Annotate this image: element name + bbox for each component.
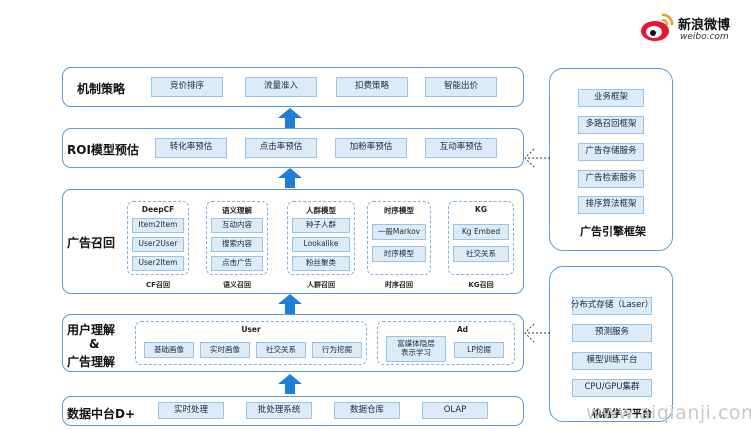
user-item: 社交关系 bbox=[256, 342, 306, 358]
engine-item: 排序算法框架 bbox=[578, 196, 644, 214]
user-item: 实时画像 bbox=[200, 342, 250, 358]
strategy-item: 扣费策略 bbox=[336, 77, 408, 97]
engine-item: 广告检索服务 bbox=[578, 170, 644, 188]
roi-item: 加粉率预估 bbox=[335, 138, 407, 158]
ml-item: CPU/GPU集群 bbox=[572, 379, 652, 397]
engine-item: 多路召回框架 bbox=[578, 116, 644, 134]
recall-group-caption: 语义召回 bbox=[223, 281, 251, 289]
ml-item: 模型训练平台 bbox=[572, 352, 652, 370]
recall-item: 一般Markov bbox=[372, 224, 426, 240]
recall-item: Kg Embed bbox=[453, 224, 509, 240]
engine-panel: 业务框架 多路召回框架 广告存储服务 广告检索服务 排序算法框架 广告引擎框架 bbox=[549, 68, 673, 251]
recall-group-caption: 时序召回 bbox=[385, 281, 413, 289]
recall-layer: 广告召回 DeepCF Item2Item User2User User2Ite… bbox=[62, 189, 524, 294]
recall-item: 社交关系 bbox=[453, 246, 509, 262]
ml-panel-title: 机器学习平台 bbox=[592, 409, 652, 420]
roi-item: 点击率预估 bbox=[245, 138, 317, 158]
user-item: 基础画像 bbox=[144, 342, 194, 358]
ad-understanding-group: Ad 富媒体隐层 表示学习 LP挖掘 bbox=[377, 321, 515, 365]
arrow-up-icon bbox=[278, 294, 302, 314]
ad-item: 富媒体隐层 表示学习 bbox=[386, 336, 446, 362]
recall-group-title: DeepCF bbox=[141, 205, 175, 214]
data-item: 数据仓库 bbox=[334, 402, 400, 419]
recall-group-audience: 人群模型 种子人群 Lookalike 粉丝聚类 bbox=[287, 201, 355, 275]
roi-layer: ROI模型预估 转化率预估 点击率预估 加粉率预估 互动率预估 bbox=[62, 128, 524, 168]
arrow-up-icon bbox=[278, 374, 302, 394]
user-item: 行为挖掘 bbox=[312, 342, 362, 358]
roi-item: 转化率预估 bbox=[155, 138, 227, 158]
dashed-connector-icon bbox=[524, 323, 550, 343]
recall-group-caption: KG召回 bbox=[468, 281, 494, 289]
watermark-text: www.aiqianji.com bbox=[586, 402, 751, 424]
recall-group-sequence: 时序模型 一般Markov 时序模型 bbox=[367, 201, 431, 275]
data-item: 批处理系统 bbox=[246, 402, 312, 419]
user-group-title: User bbox=[241, 325, 261, 334]
roi-item: 互动率预估 bbox=[425, 138, 497, 158]
ml-item: 预测服务 bbox=[572, 324, 652, 342]
arrow-up-icon bbox=[278, 168, 302, 188]
engine-panel-title: 广告引擎框架 bbox=[580, 225, 646, 238]
data-item: 实时处理 bbox=[158, 402, 224, 419]
strategy-item: 竞价排序 bbox=[151, 77, 223, 97]
understanding-title-line1: 用户理解 bbox=[67, 323, 116, 337]
ad-item: LP挖掘 bbox=[454, 342, 504, 358]
recall-title: 广告召回 bbox=[67, 236, 116, 250]
ml-panel: 分布式存储（Laser） 预测服务 模型训练平台 CPU/GPU集群 机器学习平… bbox=[549, 266, 673, 422]
recall-group-title: 时序模型 bbox=[384, 206, 414, 215]
engine-item: 业务框架 bbox=[578, 89, 644, 107]
recall-group-title: 人群模型 bbox=[306, 206, 336, 215]
understanding-layer: 用户理解 & 广告理解 User 基础画像 实时画像 社交关系 行为挖掘 Ad … bbox=[62, 314, 524, 372]
arrow-up-icon bbox=[278, 108, 302, 128]
engine-item: 广告存储服务 bbox=[578, 143, 644, 161]
recall-group-semantic: 语义理解 互动内容 搜索内容 点击广告 bbox=[206, 201, 268, 275]
recall-item: User2Item bbox=[132, 256, 184, 271]
recall-group-deepcf: DeepCF Item2Item User2User User2Item bbox=[127, 201, 189, 275]
recall-item: 时序模型 bbox=[372, 246, 426, 262]
understanding-title-line2: 广告理解 bbox=[67, 355, 116, 369]
logo-brand-en: weibo.com bbox=[680, 32, 729, 42]
strategy-layer: 机制策略 竞价排序 流量准入 扣费策略 智能出价 bbox=[62, 67, 524, 107]
ad-group-title: Ad bbox=[456, 325, 468, 334]
logo-brand-cn: 新浪微博 bbox=[678, 18, 731, 33]
weibo-eye-icon bbox=[641, 13, 674, 41]
recall-item: 种子人群 bbox=[292, 218, 350, 233]
data-layer: 数据中台D+ 实时处理 批处理系统 数据仓库 OLAP bbox=[62, 396, 524, 426]
recall-group-title: KG bbox=[475, 205, 487, 214]
recall-item: Lookalike bbox=[292, 237, 350, 252]
strategy-item: 流量准入 bbox=[245, 77, 317, 97]
strategy-title: 机制策略 bbox=[77, 82, 126, 96]
understanding-title-amp: & bbox=[89, 337, 100, 351]
recall-item: 搜索内容 bbox=[211, 237, 263, 252]
data-title: 数据中台D+ bbox=[67, 407, 136, 421]
recall-item: Item2Item bbox=[132, 218, 184, 233]
recall-group-caption: CF召回 bbox=[146, 281, 170, 289]
recall-item: 点击广告 bbox=[211, 256, 263, 271]
recall-item: 粉丝聚类 bbox=[292, 256, 350, 271]
roi-title: ROI模型预估 bbox=[67, 143, 139, 157]
recall-item: User2User bbox=[132, 237, 184, 252]
data-item: OLAP bbox=[422, 402, 488, 419]
strategy-item: 智能出价 bbox=[425, 77, 497, 97]
dashed-connector-icon bbox=[524, 148, 550, 168]
recall-item: 互动内容 bbox=[211, 218, 263, 233]
recall-group-caption: 人群召回 bbox=[307, 281, 335, 289]
weibo-logo: 新浪微博 weibo.com bbox=[640, 6, 750, 50]
ml-item: 分布式存储（Laser） bbox=[571, 297, 653, 315]
recall-group-title: 语义理解 bbox=[222, 206, 252, 215]
user-understanding-group: User 基础画像 实时画像 社交关系 行为挖掘 bbox=[135, 321, 367, 365]
recall-group-kg: KG Kg Embed 社交关系 bbox=[448, 201, 514, 275]
